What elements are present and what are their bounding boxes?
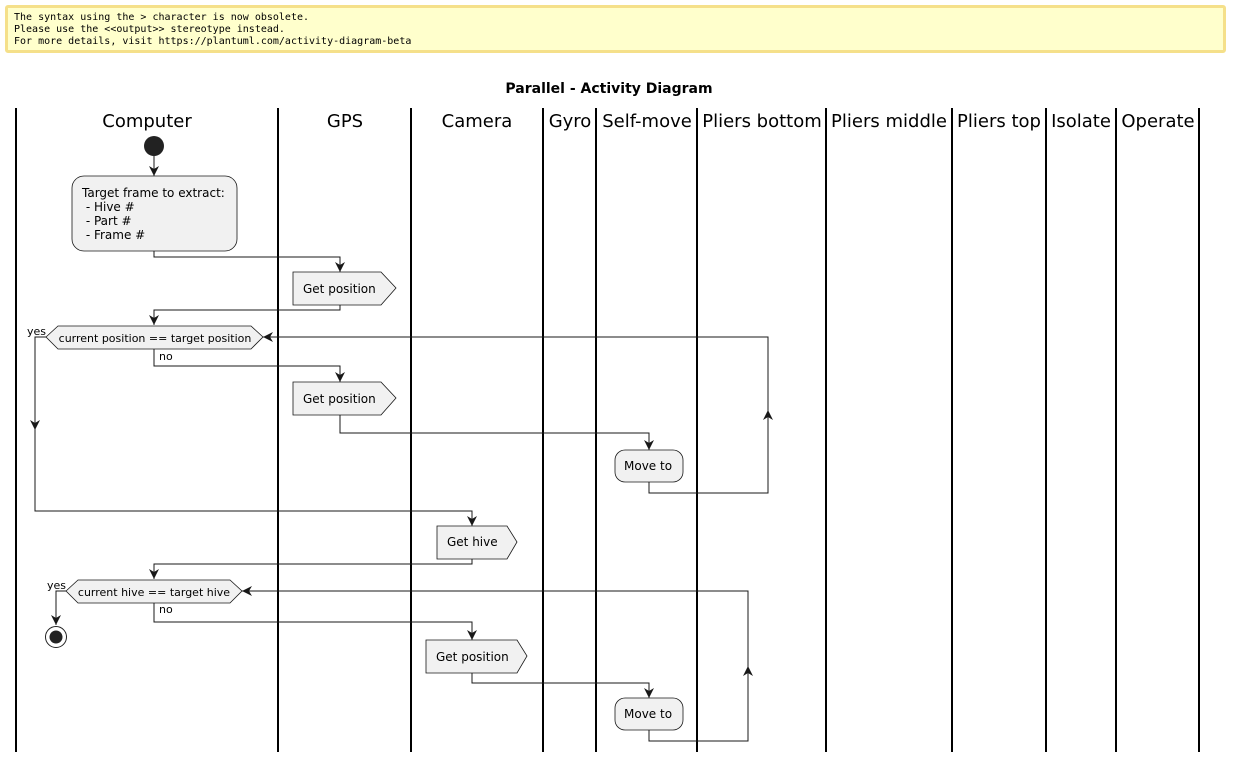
move-to-2-label: Move to [624, 707, 672, 721]
lane-header-pliers-middle: Pliers middle [831, 111, 947, 132]
decision-position: current position == target position [45, 325, 264, 350]
target-frame-line-1: Target frame to extract: [81, 186, 225, 200]
flow-connectors [30, 156, 773, 742]
lane-header-camera: Camera [442, 111, 513, 132]
lane-header-isolate: Isolate [1051, 111, 1111, 132]
decision-position-yes-label: yes [27, 325, 46, 338]
syntax-warning-note: The syntax using the > character is now … [5, 5, 1226, 53]
activity-camera-get-position: Get position [425, 639, 528, 674]
warning-line-3: For more details, visit https://plantuml… [14, 36, 412, 47]
decision-position-no-label: no [159, 350, 173, 363]
warning-line-1: The syntax using the > character is now … [14, 12, 310, 23]
lane-header-self-move: Self-move [602, 111, 692, 132]
camera-get-position-label: Get position [436, 650, 509, 664]
lane-header-gyro: Gyro [549, 111, 592, 132]
decision-position-label: current position == target position [59, 332, 252, 345]
lane-header-operate: Operate [1121, 111, 1194, 132]
move-to-1-label: Move to [624, 459, 672, 473]
gps-get-position-2-label: Get position [303, 392, 376, 406]
decision-hive: current hive == target hive [65, 579, 243, 604]
start-node [144, 136, 164, 156]
lane-header-gps: GPS [327, 111, 363, 132]
lane-header-pliers-top: Pliers top [957, 111, 1041, 132]
swimlane-separators [15, 108, 1200, 752]
activity-move-to-2: Move to [614, 697, 684, 731]
get-hive-label: Get hive [447, 535, 498, 549]
warning-line-2: Please use the <<output>> stereotype ins… [14, 24, 285, 35]
target-frame-line-3: - Part # [82, 214, 132, 228]
target-frame-line-4: - Frame # [82, 228, 145, 242]
lane-header-computer: Computer [102, 111, 192, 132]
target-frame-line-2: - Hive # [82, 200, 135, 214]
decision-hive-yes-label: yes [47, 579, 66, 592]
gps-get-position-1-label: Get position [303, 282, 376, 296]
activity-get-hive: Get hive [436, 525, 518, 560]
decision-hive-label: current hive == target hive [78, 586, 230, 599]
activity-target-frame: Target frame to extract: - Hive # - Part… [71, 175, 238, 252]
decision-hive-no-label: no [159, 603, 173, 616]
lane-header-pliers-bottom: Pliers bottom [702, 111, 822, 132]
activity-gps-get-position-2: Get position [292, 381, 397, 416]
activity-gps-get-position-1: Get position [292, 271, 397, 306]
stop-node [45, 626, 67, 648]
diagram-title: Parallel - Activity Diagram [505, 81, 712, 97]
activity-move-to-1: Move to [614, 449, 684, 483]
